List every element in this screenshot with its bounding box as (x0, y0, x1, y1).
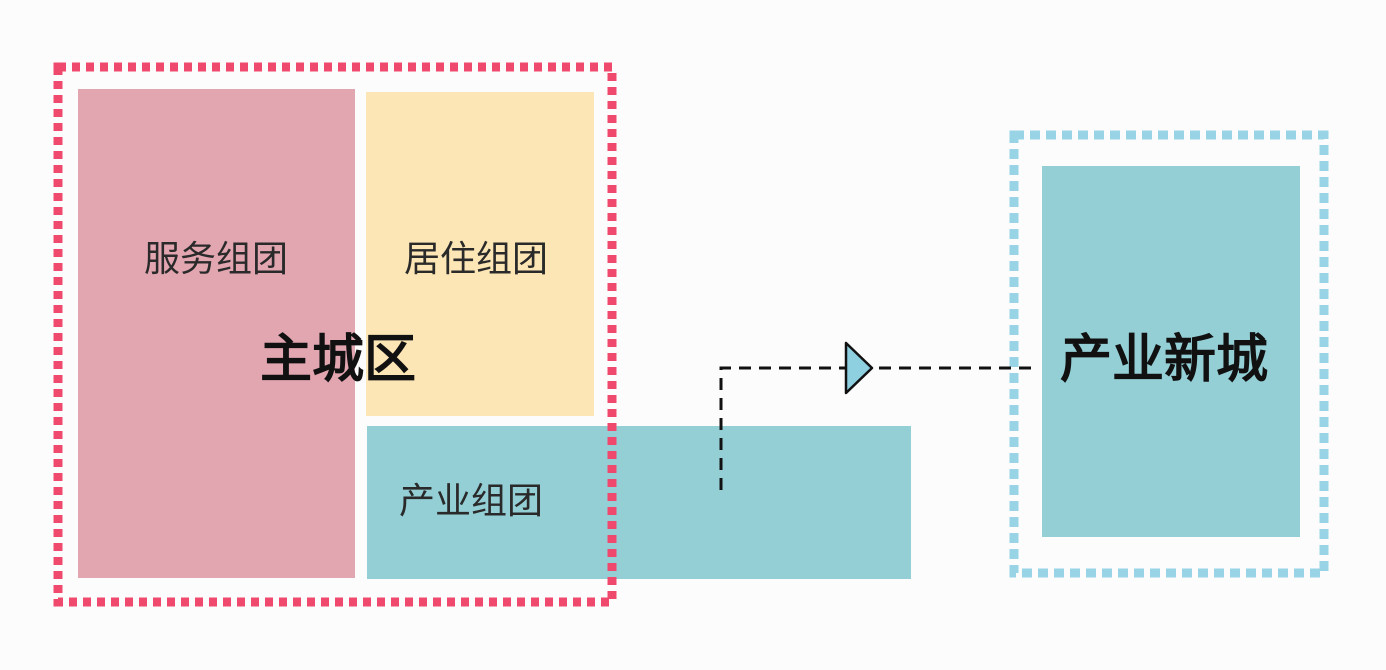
new-city-label: 产业新城 (1060, 330, 1269, 390)
main-city-label: 主城区 (260, 330, 417, 390)
flow-arrow-head (844, 341, 874, 395)
industrial-cluster-label: 产业组团 (399, 481, 544, 522)
residential-cluster-label: 居住组团 (404, 239, 549, 280)
service-cluster-label: 服务组团 (144, 239, 289, 280)
